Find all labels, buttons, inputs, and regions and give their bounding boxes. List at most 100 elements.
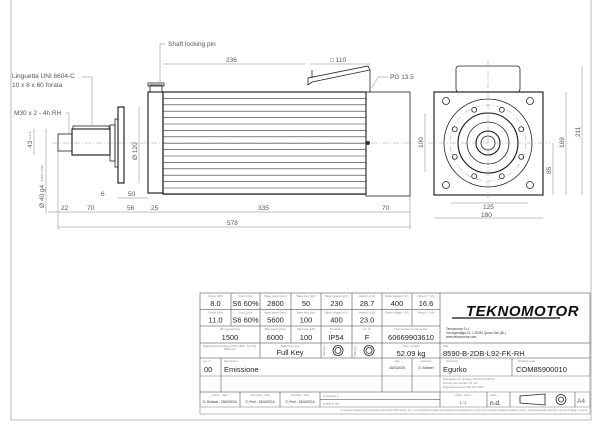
scale-value: n.d. — [490, 400, 501, 407]
shaft — [71, 128, 111, 156]
description-label: description — [224, 359, 238, 363]
spec-label: Base voltage Δ [V] — [325, 294, 348, 298]
insulation-class-label: Ins. Cl. — [363, 327, 372, 331]
front-view: 125 180 100 85 169 211 — [418, 60, 583, 219]
screw — [366, 141, 370, 145]
label-shaft-locking-pin: Shaft locking pin — [168, 41, 216, 48]
scale-label: scala — [490, 393, 497, 397]
cell — [511, 357, 591, 377]
dim-578: 578 — [227, 220, 238, 227]
spec-label: Base freq. [Hz] — [297, 294, 316, 298]
drawn-label: drawn - date — [212, 393, 228, 397]
flange-bolt — [518, 126, 525, 133]
signature-value: D. Bottarel — [418, 366, 433, 370]
projection-cone-icon — [519, 393, 546, 406]
company-website: www.teknomotor.com — [446, 335, 477, 339]
dim-43: 43 — [27, 140, 34, 148]
approved-label: approved - date — [250, 393, 270, 397]
spec-value: 5600 — [267, 316, 284, 325]
spec-value: 8.0 — [210, 299, 220, 308]
company-address: Via Argentaga 21, I-32030 Quero Vas (BL) — [446, 331, 506, 335]
disclaimer-wrap: Il presente disegno è di proprietà esclu… — [340, 408, 588, 412]
spec-value: 23.0 — [360, 316, 375, 325]
dim-43-tolerance: +0.1 / 0 — [28, 131, 32, 140]
drawing-title: 8590-B-2DB-L92-FK-RH — [443, 349, 525, 358]
flange-bolt — [471, 106, 478, 113]
shaft-locking-pin — [149, 84, 163, 93]
shaft-thread — [57, 133, 73, 152]
flange-bolt — [498, 106, 505, 113]
tolerance-note: Tolleranze non quotate: UNI EN 22768 fH — [443, 377, 494, 381]
dim-236: 236 — [226, 57, 237, 64]
ball-type-label: Ball type — [353, 345, 357, 356]
sheet-value: 1 / 1 — [460, 401, 466, 405]
title-label: Title — [443, 344, 449, 348]
rear-cap — [365, 91, 411, 197]
spec-label: Base voltage Y [V] — [386, 311, 409, 315]
flange-bolt — [471, 173, 478, 180]
spec-label: Base voltage Δ [V] — [325, 311, 348, 315]
company-name: Teknomotor S.r.l. — [446, 327, 470, 331]
min-speed-value: 1500 — [222, 333, 239, 342]
projection-circle-inner — [558, 396, 564, 403]
replaces-label: sostituisce il — [323, 394, 338, 398]
flange-bolt — [451, 126, 458, 133]
dim-25: 25 — [151, 205, 159, 212]
chamfer-note: Smussi non quotati: 0.5 mm — [443, 381, 478, 385]
corner-bolt — [442, 97, 450, 105]
disclaimer: Il presente disegno è di proprietà esclu… — [340, 408, 588, 412]
spec-label: Base freq. [Hz] — [297, 311, 316, 315]
dim-40: Ø 40 g4 — [39, 184, 46, 208]
rev-label: rev. n° — [203, 359, 211, 363]
cell — [574, 391, 591, 408]
spec-label: Duty Cycle — [239, 311, 253, 315]
spec-label: Base speed [rpm] — [265, 311, 287, 315]
dim-6: 6 — [101, 191, 105, 198]
rev-value: 00 — [204, 365, 212, 374]
corner-bolt — [526, 181, 534, 189]
flange-bolt — [498, 173, 505, 180]
bolts — [442, 97, 534, 189]
roughness-note: Rugosità secondo UNI ISO 1302 — [443, 385, 484, 389]
balancing-type-value: Full Key — [276, 348, 303, 357]
leader-line — [66, 112, 70, 134]
corner-bolt — [526, 97, 534, 105]
drawing-code-label: Drawing code — [518, 359, 536, 363]
protection-label: Protection — [330, 327, 343, 331]
part-number-label: Part number on nameplate — [394, 327, 428, 331]
spec-value: S6 60% — [232, 299, 259, 308]
company-block: TEKNOMOTOR Teknomotor S.r.l. Via Argenta… — [439, 292, 591, 389]
label-cable-gland: PG 13.5 — [390, 74, 414, 81]
max-freq-label: Max freq. [Hz] — [297, 327, 315, 331]
drawn-value: D. Bottarel - 18/04/2016 — [203, 400, 237, 404]
pin-head — [147, 82, 165, 87]
spec-value: 50 — [302, 299, 310, 308]
dim-50: 50 — [128, 191, 136, 198]
balancing-icon — [363, 345, 375, 356]
spec-value: 400 — [330, 316, 343, 325]
sheet-label: foglio / sheet — [455, 393, 471, 397]
dim-180: 180 — [481, 212, 492, 219]
dim-110: □ 110 — [330, 57, 346, 64]
spec-label: Power [kW] — [208, 294, 223, 298]
max-speed-value: 6000 — [267, 333, 284, 342]
dim-85: 85 — [546, 166, 553, 174]
shaft-key — [72, 125, 110, 130]
flange-bolt — [518, 153, 525, 160]
spec-value: 100 — [300, 316, 313, 325]
description-value: Emissione — [224, 365, 259, 374]
customer-value: Egurko — [443, 365, 467, 374]
spec-value: 16.6 — [419, 299, 434, 308]
projection-circle-icon — [555, 394, 567, 405]
protection-value: IP54 — [328, 333, 343, 342]
weight-label: Peso / weight — [403, 344, 420, 348]
checked-label: checked - date — [291, 393, 310, 397]
spec-value: 230 — [330, 299, 343, 308]
dim-120: Ø 120 — [132, 142, 139, 160]
dim-56: 56 — [127, 205, 135, 212]
cell — [199, 357, 222, 393]
cell — [381, 357, 413, 393]
